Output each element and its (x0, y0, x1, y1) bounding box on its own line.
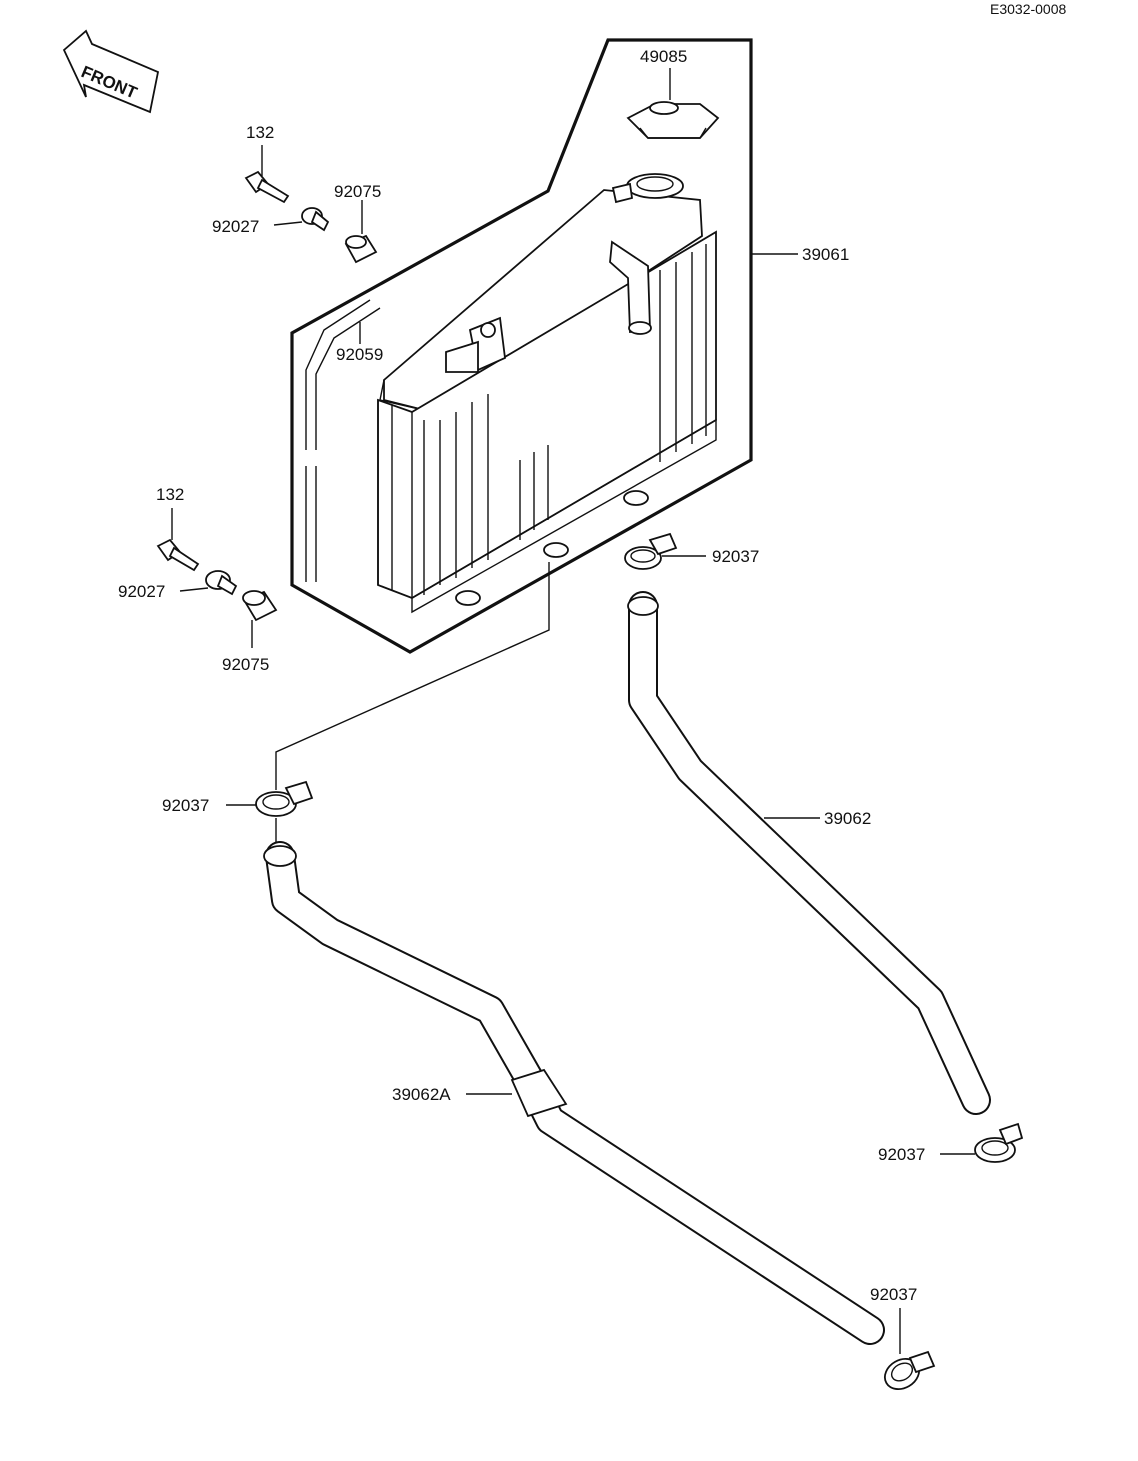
label-clamp-right-lower: 92037 (878, 1145, 925, 1164)
label-clamp-bottom: 92037 (870, 1285, 917, 1304)
tube (305, 299, 381, 582)
label-grommet-lower: 92075 (222, 655, 269, 674)
hose-right (627, 591, 991, 1115)
clamp-right-upper (624, 532, 678, 570)
label-cap: 49085 (640, 47, 687, 66)
label-radiator: 39061 (802, 245, 849, 264)
label-grommet-upper: 92075 (334, 182, 381, 201)
collar-lower (205, 570, 238, 596)
label-clamp-left: 92037 (162, 796, 209, 815)
grommet-lower (242, 590, 278, 622)
label-bolt-upper: 132 (246, 123, 274, 142)
label-hose-right: 39062 (824, 809, 871, 828)
bolt-lower (156, 538, 200, 572)
collar-upper (301, 207, 330, 232)
label-collar-upper: 92027 (212, 217, 259, 236)
drawing-code: E3032-0008 (990, 1, 1067, 17)
radiator (377, 173, 717, 614)
label-tube: 92059 (336, 345, 383, 364)
grommet-upper (344, 234, 378, 264)
front-arrow-icon: FRONT (62, 29, 160, 114)
label-collar-lower: 92027 (118, 582, 165, 601)
assembly-outline (290, 38, 753, 654)
clamp-right-lower (974, 1122, 1024, 1163)
label-hose-left: 39062A (392, 1085, 451, 1104)
clamp-bottom (884, 1350, 936, 1390)
bolt-upper (244, 170, 290, 204)
label-bolt-lower: 132 (156, 485, 184, 504)
radiator-cap (626, 101, 720, 139)
clamp-left (255, 780, 314, 817)
label-clamp-right-upper: 92037 (712, 547, 759, 566)
hose-left (263, 841, 885, 1345)
